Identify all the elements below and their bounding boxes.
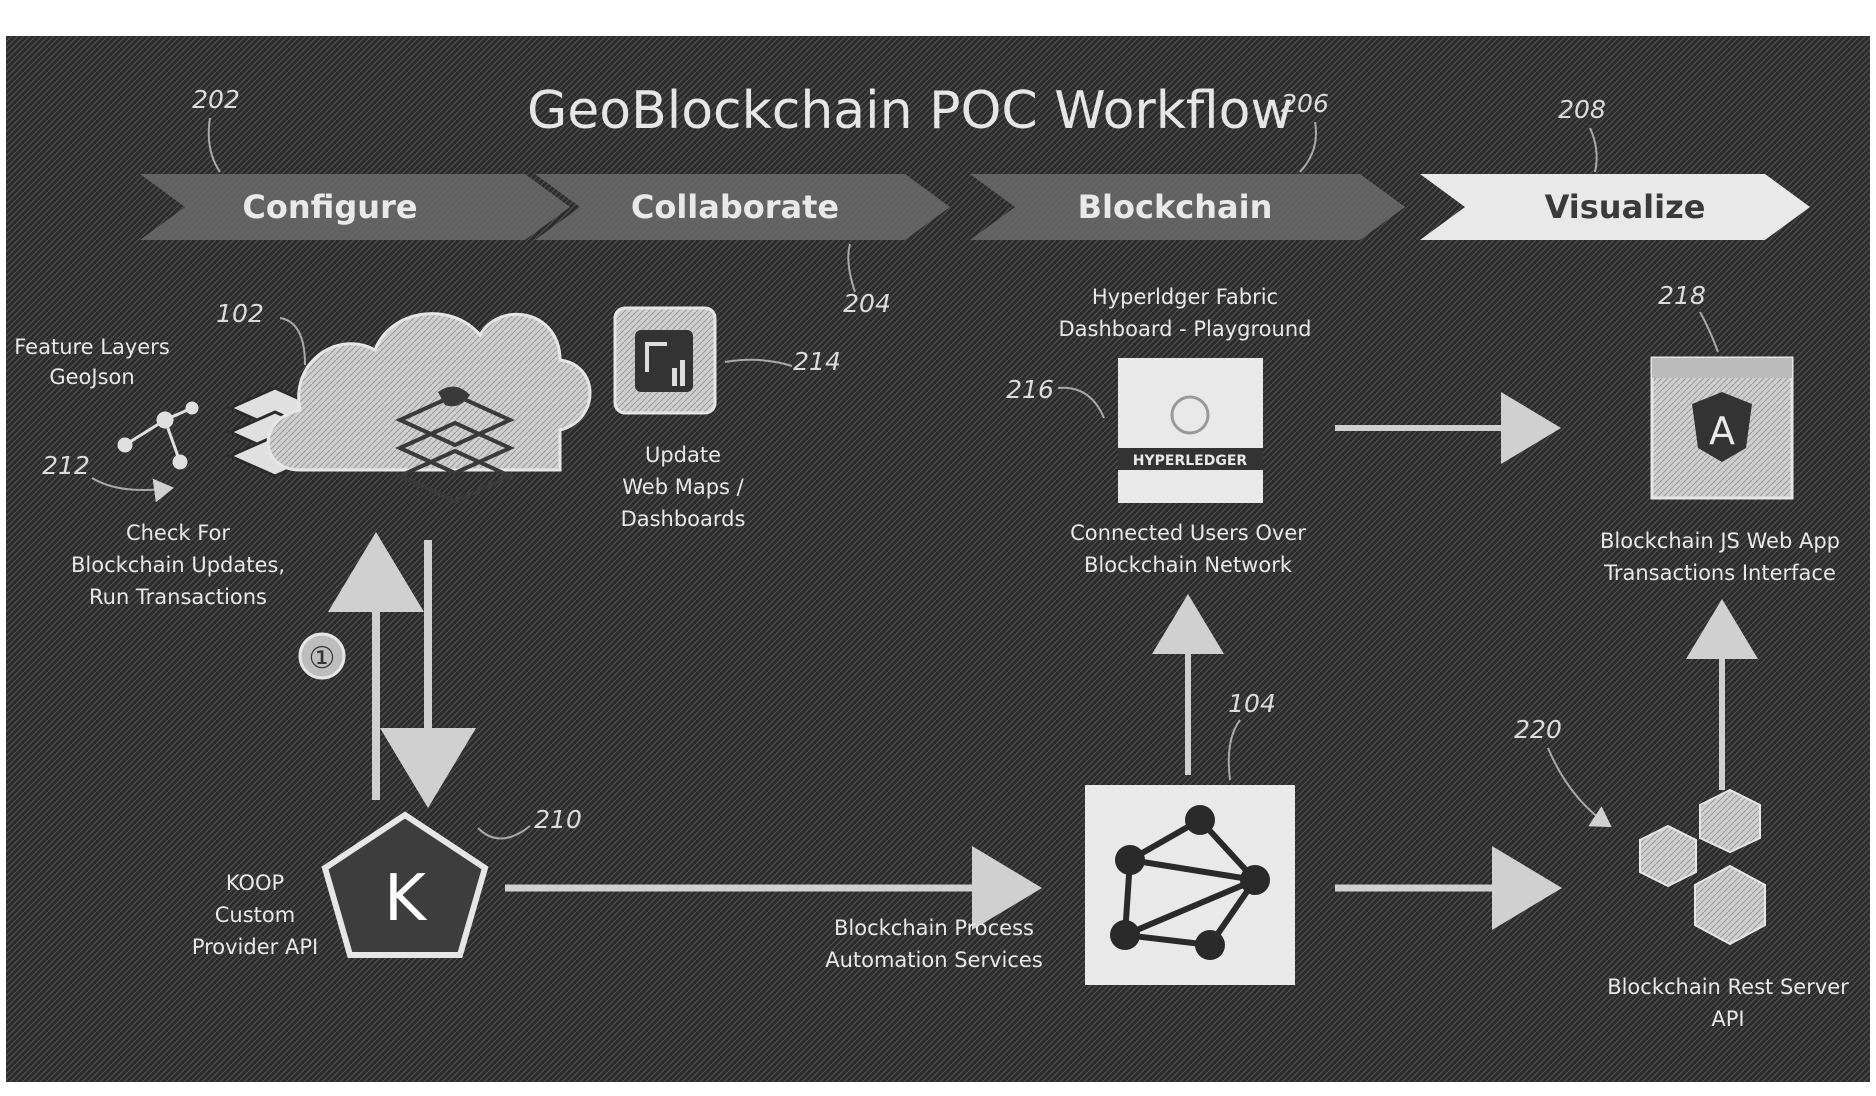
step-label-collaborate: Collaborate bbox=[631, 188, 839, 226]
rest-label-line2: API bbox=[1711, 1007, 1744, 1031]
update-maps-line1: Update bbox=[645, 443, 721, 467]
ref-218: 218 bbox=[1658, 281, 1706, 310]
ref-102: 102 bbox=[216, 299, 264, 328]
step-label-blockchain: Blockchain bbox=[1078, 188, 1273, 226]
ref-204: 204 bbox=[843, 289, 891, 318]
step-label-configure: Configure bbox=[242, 188, 417, 226]
feature-layers-label: Feature Layers bbox=[14, 335, 170, 359]
ref-214: 214 bbox=[793, 347, 841, 376]
hyperledger-title-line1: Hyperldger Fabric bbox=[1092, 285, 1278, 309]
bpa-label-line2: Automation Services bbox=[825, 948, 1043, 972]
bpa-label-line1: Blockchain Process bbox=[834, 916, 1034, 940]
check-updates-line2: Blockchain Updates, bbox=[71, 553, 285, 577]
ref-104: 104 bbox=[1228, 689, 1276, 718]
hyperledger-title-line2: Dashboard - Playground bbox=[1059, 317, 1312, 341]
bpa-network-icon bbox=[1085, 785, 1295, 985]
angular-letter: A bbox=[1709, 409, 1735, 453]
hyperledger-sub-line2: Blockchain Network bbox=[1084, 553, 1293, 577]
diagram-title: GeoBlockchain POC Workflow bbox=[527, 81, 1293, 141]
step-label-visualize: Visualize bbox=[1545, 188, 1706, 226]
ref-220: 220 bbox=[1514, 715, 1562, 744]
koop-label-line3: Provider API bbox=[192, 935, 318, 959]
rest-label-line1: Blockchain Rest Server bbox=[1607, 975, 1849, 999]
dashboard-icon bbox=[615, 308, 715, 413]
update-maps-line3: Dashboards bbox=[621, 507, 746, 531]
ref-208: 208 bbox=[1558, 95, 1606, 124]
ref-206: 206 bbox=[1281, 89, 1329, 118]
feature-layers-sublabel: GeoJson bbox=[49, 365, 134, 389]
hyperledger-badge: HYPERLEDGER bbox=[1133, 453, 1248, 469]
check-updates-line3: Run Transactions bbox=[89, 585, 267, 609]
hyperledger-sub-line1: Connected Users Over bbox=[1070, 521, 1306, 545]
step-marker-label: ① bbox=[309, 641, 336, 676]
ref-212: 212 bbox=[42, 451, 90, 480]
hyperledger-logo: HYPERLEDGER bbox=[1118, 358, 1263, 503]
update-maps-line2: Web Maps / bbox=[622, 475, 744, 499]
js-app-label-line1: Blockchain JS Web App bbox=[1600, 529, 1840, 553]
js-app-label-line2: Transactions Interface bbox=[1603, 561, 1836, 585]
koop-label-line2: Custom bbox=[215, 903, 295, 927]
step-marker-icon: ① bbox=[300, 634, 344, 678]
angular-app-icon: A bbox=[1652, 358, 1792, 498]
ref-202: 202 bbox=[192, 85, 240, 114]
koop-label-line1: KOOP bbox=[226, 871, 284, 895]
check-updates-line1: Check For bbox=[126, 521, 230, 545]
ref-210: 210 bbox=[534, 805, 582, 834]
ref-216: 216 bbox=[1006, 375, 1054, 404]
koop-letter: K bbox=[384, 862, 428, 936]
